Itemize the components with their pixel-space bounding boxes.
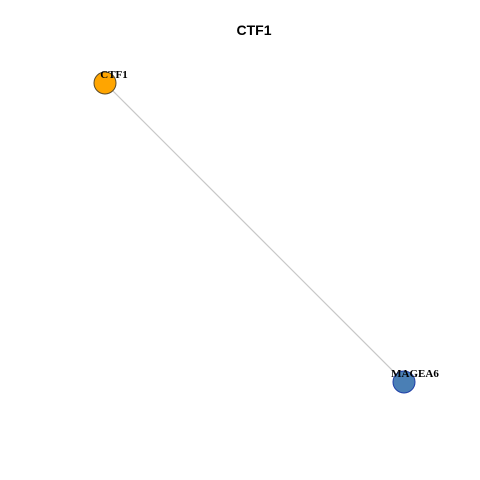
node-magea6-circle[interactable] <box>392 370 416 394</box>
plot-title: CTF1 <box>237 22 272 38</box>
node-ctf1-circle[interactable] <box>93 71 117 95</box>
node-ctf1[interactable]: CTF1 <box>93 69 128 95</box>
edge-ctf1-magea6 <box>104 82 405 383</box>
node-ctf1-label: CTF1 <box>100 69 128 81</box>
node-magea6[interactable]: MAGEA6 <box>391 368 439 394</box>
node-layer: CTF1 MAGEA6 <box>93 69 439 394</box>
edge-layer <box>104 82 405 383</box>
node-magea6-label: MAGEA6 <box>391 368 439 380</box>
